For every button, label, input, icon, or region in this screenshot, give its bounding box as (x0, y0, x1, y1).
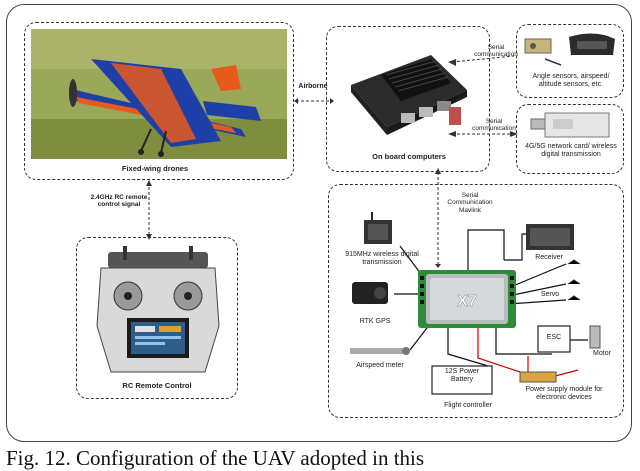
airspeed-label: Airspeed meter (356, 362, 404, 369)
rc-link-label: 2.4GHz RC remote control signal (90, 194, 148, 209)
fc-label: Flight controller (444, 402, 492, 409)
power-label: Power supply module for electronic devic… (525, 386, 603, 402)
mavlink-label: Serial Communication Mavlink (447, 192, 493, 214)
network-card-image (530, 112, 610, 138)
serial-arrows (448, 55, 518, 137)
outer-frame (6, 4, 632, 442)
airborne-arrow (294, 98, 334, 104)
flight-controller-panel (328, 184, 624, 418)
network-panel: 4G/5G network card/ wireless digital tra… (516, 104, 624, 174)
rc-panel: RC Remote Control (76, 237, 238, 399)
rc-label: RC Remote Control (122, 381, 192, 390)
battery-label: 12S Power Battery (444, 368, 480, 384)
airborne-label: Airborne (298, 83, 328, 90)
drone-panel: Fixed-wing drones (24, 22, 294, 180)
drone-photo (31, 29, 287, 159)
receiver-label: Receiver (535, 254, 563, 261)
serial2-label: Serial communication (472, 118, 516, 133)
servo-label: Servo (540, 291, 560, 298)
esc-label: ESC (546, 334, 562, 341)
fc-chip-label: X7 (457, 293, 477, 310)
network-label: 4G/5G network card/ wireless digital tra… (525, 143, 617, 159)
mavlink-arrow (435, 168, 441, 268)
figure-caption: Fig. 12. Configuration of the UAV adopte… (6, 446, 425, 470)
computers-panel: On board computers (326, 26, 490, 172)
drone-label: Fixed-wing drones (121, 164, 189, 173)
sensors-image (524, 33, 615, 66)
motor-label: Motor (593, 350, 611, 357)
rtk-label: RTK GPS (359, 318, 391, 325)
sensors-label: Angle sensors, airspeed/ altitude sensor… (532, 73, 610, 89)
computer-board-image (351, 55, 467, 135)
serial1-label: Serial communication (474, 44, 518, 59)
rc-controller-image (96, 246, 220, 373)
sensors-panel: Angle sensors, airspeed/ altitude sensor… (516, 24, 624, 98)
flight-controller-diagram: X7 (350, 212, 601, 395)
rc-link-arrow (146, 180, 152, 240)
wireless-label: 915MHz wireless digital transmission (345, 251, 419, 267)
computers-label: On board computers (372, 152, 446, 161)
